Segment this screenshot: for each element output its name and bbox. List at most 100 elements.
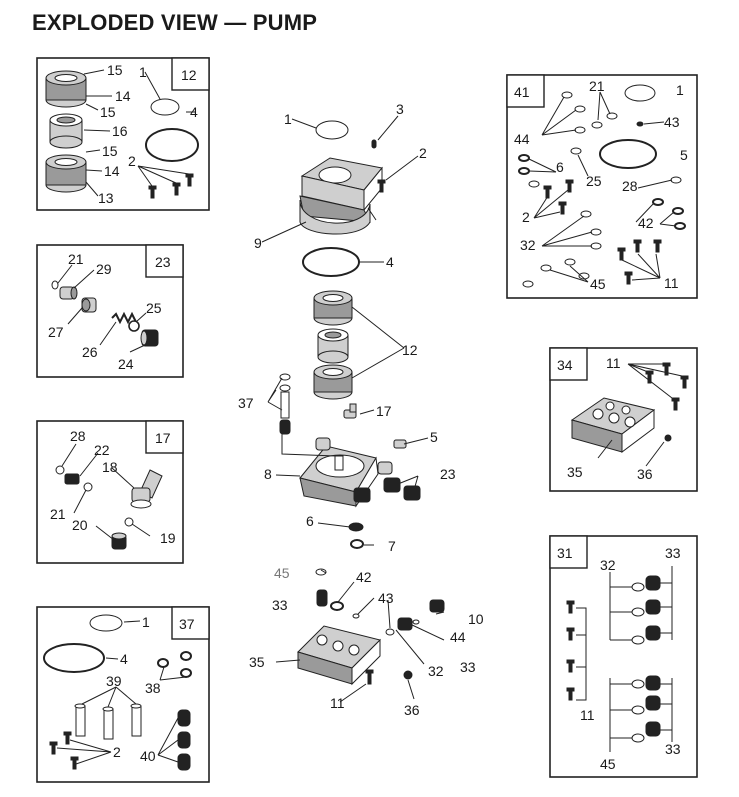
screw-icon	[172, 182, 181, 196]
label-1: 1	[139, 64, 147, 80]
screw-icon	[371, 139, 377, 149]
screw-icon	[185, 173, 194, 187]
kit-34-number: 34	[557, 357, 573, 373]
o-ring-icon	[128, 320, 140, 332]
o-ring-icon	[150, 98, 180, 116]
label-20: 20	[72, 517, 88, 533]
label-17: 17	[376, 403, 392, 419]
label-4: 4	[120, 651, 128, 667]
label-4: 4	[190, 104, 198, 120]
label-11: 11	[606, 355, 621, 371]
label-33: 33	[665, 741, 681, 757]
o-ring-icon	[145, 128, 199, 162]
o-ring-icon	[624, 84, 656, 102]
label-15: 15	[102, 143, 118, 159]
kit-37-box: 37 1 4 39 38 2 40	[36, 606, 210, 783]
seal-assembly-icon	[45, 70, 87, 108]
kit-31-number: 31	[557, 545, 573, 561]
valve-seat-icon	[81, 297, 97, 313]
spring-icon	[177, 753, 191, 771]
label-21: 21	[68, 251, 84, 267]
spring-icon	[177, 709, 191, 727]
plug-icon	[140, 329, 159, 347]
plunger-icon	[102, 706, 114, 740]
label-8: 8	[264, 466, 272, 482]
label-38: 38	[145, 680, 161, 696]
screw-icon	[617, 247, 626, 261]
label-32: 32	[600, 557, 616, 573]
plunger-icon	[280, 391, 290, 419]
label-24: 24	[118, 356, 134, 372]
sleeve-icon	[317, 328, 349, 364]
screw-icon	[566, 600, 575, 614]
kit-12-box: 12 15 1 14 15 4 16	[36, 57, 210, 211]
label-29: 29	[96, 261, 112, 277]
inlet-fitting-icon	[130, 469, 163, 509]
label-18: 18	[102, 459, 118, 475]
spring-icon	[177, 731, 191, 749]
spring-icon	[316, 589, 328, 607]
label-27: 27	[48, 324, 64, 340]
label-28: 28	[622, 178, 638, 194]
label-2: 2	[113, 744, 121, 760]
label-43: 43	[378, 590, 394, 606]
label-3: 3	[396, 101, 404, 117]
label-16: 16	[112, 123, 128, 139]
label-22: 22	[94, 442, 110, 458]
plug-icon	[664, 434, 672, 442]
kit-12-number: 12	[181, 67, 197, 83]
label-28: 28	[70, 428, 86, 444]
screw-icon	[70, 756, 79, 770]
washer-icon	[348, 522, 364, 532]
label-11: 11	[330, 695, 345, 711]
ball-icon	[124, 517, 134, 527]
label-25: 25	[586, 173, 602, 189]
plunger-icon	[74, 703, 86, 737]
label-21: 21	[589, 78, 605, 94]
check-valve-icon	[64, 473, 80, 485]
label-21: 21	[50, 506, 66, 522]
kit-41-box: 41 21 1 44 43 6 5	[506, 74, 698, 299]
label-5: 5	[430, 429, 438, 445]
label-7: 7	[388, 538, 396, 554]
label-10: 10	[468, 611, 484, 627]
spring-icon	[397, 617, 413, 631]
label-15: 15	[100, 104, 116, 120]
o-ring-icon	[43, 643, 105, 673]
label-33: 33	[460, 659, 476, 675]
seal-assembly-icon	[313, 290, 353, 326]
kit-41-number: 41	[514, 84, 530, 100]
cap-icon	[111, 532, 127, 550]
label-35: 35	[567, 464, 583, 480]
label-45: 45	[590, 276, 606, 292]
spring-icon	[111, 311, 137, 325]
label-39: 39	[106, 673, 122, 689]
label-1: 1	[676, 82, 684, 98]
label-43: 43	[664, 114, 680, 130]
label-37: 37	[238, 395, 254, 411]
label-6: 6	[556, 159, 564, 175]
cap-icon	[403, 485, 421, 501]
label-44: 44	[450, 629, 466, 645]
kit-23-number: 23	[155, 254, 171, 270]
screw-icon	[566, 659, 575, 673]
screw-icon	[148, 185, 157, 199]
pump-housing-icon	[299, 157, 383, 235]
kit-23-box: 23 21 29 25 27 26 24	[36, 244, 184, 378]
sleeve-icon	[49, 113, 83, 149]
label-2: 2	[522, 209, 530, 225]
washer-icon	[180, 668, 192, 678]
label-11: 11	[580, 707, 595, 723]
screw-icon	[566, 687, 575, 701]
label-14: 14	[104, 163, 120, 179]
label-12: 12	[402, 342, 418, 358]
label-33: 33	[272, 597, 288, 613]
screw-icon	[645, 370, 654, 384]
label-23: 23	[440, 466, 456, 482]
label-40: 40	[140, 748, 156, 764]
label-11: 11	[664, 275, 679, 291]
screw-icon	[558, 201, 567, 215]
screw-icon	[633, 239, 642, 253]
kit-37-number: 37	[179, 616, 195, 632]
label-15: 15	[107, 62, 123, 78]
